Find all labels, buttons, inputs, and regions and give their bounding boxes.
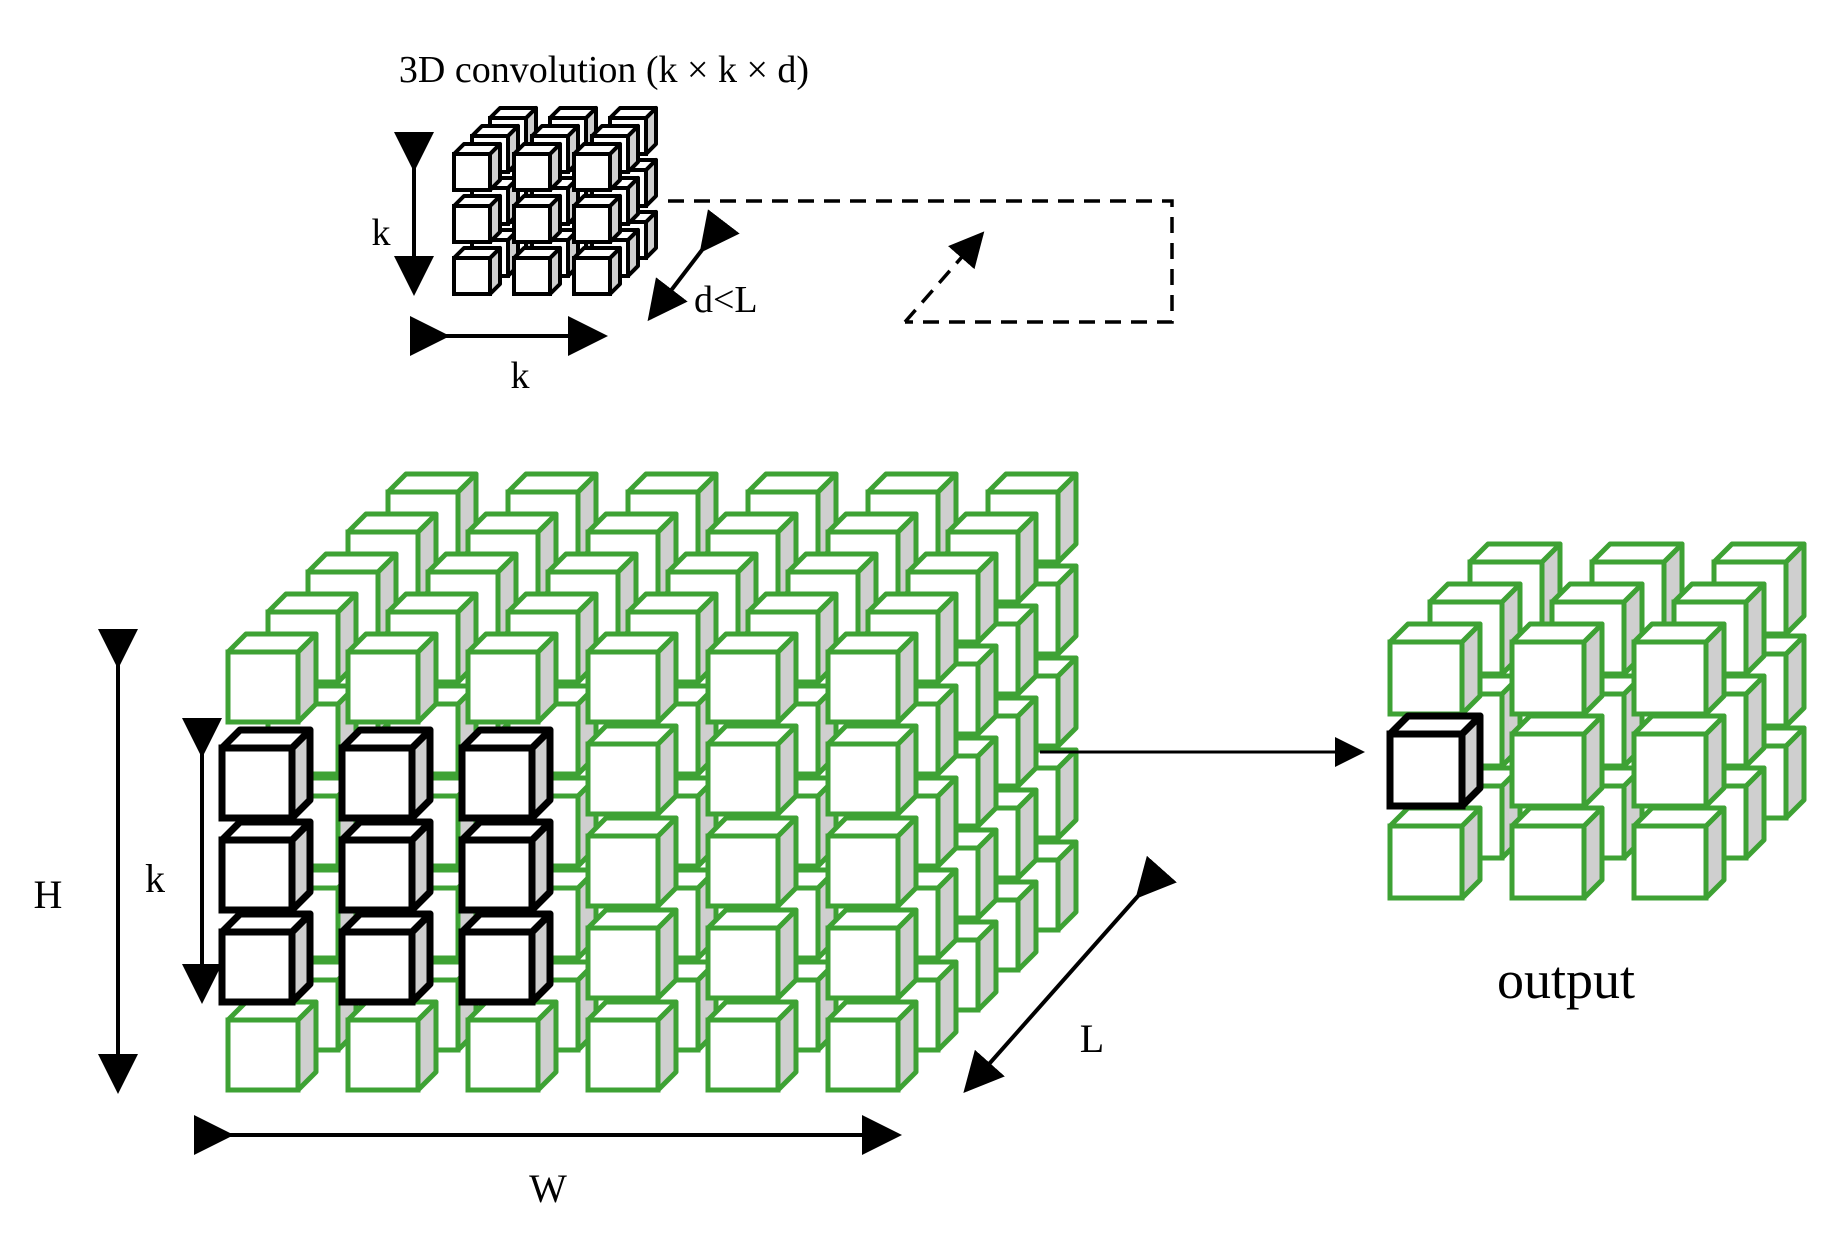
kernel-cube <box>512 194 562 244</box>
input-depth-label: L <box>1080 1016 1104 1061</box>
kernel-cube <box>512 246 562 296</box>
output-cube <box>1509 713 1605 809</box>
kernel-depth-arrow <box>647 209 740 322</box>
output-cube <box>1387 805 1483 901</box>
output-highlight-cube <box>1386 712 1484 810</box>
input-cube <box>825 907 919 1001</box>
kernel-cube <box>452 142 502 192</box>
input-cube <box>225 631 319 725</box>
kernel-cube <box>452 194 502 244</box>
kernel-cube-on-input <box>218 726 314 822</box>
kernel-cube-on-input <box>218 910 314 1006</box>
input-cube <box>705 907 799 1001</box>
output-volume <box>1386 541 1807 901</box>
kernel-cube <box>572 142 622 192</box>
input-cube <box>585 815 679 909</box>
output-cube <box>1387 621 1483 717</box>
kernel-cube-on-input <box>338 910 434 1006</box>
input-width-label: W <box>529 1166 567 1211</box>
output-cube <box>1631 805 1727 901</box>
kernel-cube-on-input <box>458 726 554 822</box>
kernel-volume <box>452 106 658 296</box>
output-cube <box>1631 621 1727 717</box>
kernel-cube <box>512 142 562 192</box>
kernel-width-label: k <box>511 355 530 397</box>
kernel-cube <box>452 246 502 296</box>
input-cube <box>705 631 799 725</box>
kernel-cube <box>572 246 622 296</box>
input-cube <box>585 723 679 817</box>
output-label: output <box>1497 950 1635 1010</box>
input-cube <box>705 999 799 1093</box>
kernel-title: 3D convolution (k × k × d) <box>399 49 809 91</box>
input-cube <box>465 631 559 725</box>
input-kernel-height-label: k <box>145 856 165 901</box>
kernel-slide-dashed-path <box>668 199 1174 324</box>
kernel-cube-on-input <box>338 818 434 914</box>
output-cube <box>1509 621 1605 717</box>
kernel-height-label: k <box>372 212 391 254</box>
input-height-label: H <box>34 872 63 917</box>
input-cube <box>585 907 679 1001</box>
input-cube <box>345 999 439 1093</box>
output-cube <box>1509 805 1605 901</box>
kernel-depth-label: d<L <box>694 279 758 321</box>
input-cube <box>465 999 559 1093</box>
input-cube <box>705 723 799 817</box>
input-cube <box>345 631 439 725</box>
input-cube <box>825 999 919 1093</box>
input-cube <box>225 999 319 1093</box>
input-cube <box>705 815 799 909</box>
kernel-cube-on-input <box>458 818 554 914</box>
output-cube <box>1631 713 1727 809</box>
kernel-cube-on-input <box>218 818 314 914</box>
kernel-cube-on-input <box>458 910 554 1006</box>
input-cube <box>825 815 919 909</box>
input-depth-arrow <box>963 855 1177 1093</box>
kernel-cube-on-input <box>338 726 434 822</box>
kernel-region-on-input <box>218 726 554 1006</box>
kernel-cube <box>572 194 622 244</box>
input-cube <box>825 631 919 725</box>
input-cube <box>585 631 679 725</box>
input-cube <box>585 999 679 1093</box>
input-cube <box>825 723 919 817</box>
kernel-slide-dashed-arrow <box>903 231 985 324</box>
